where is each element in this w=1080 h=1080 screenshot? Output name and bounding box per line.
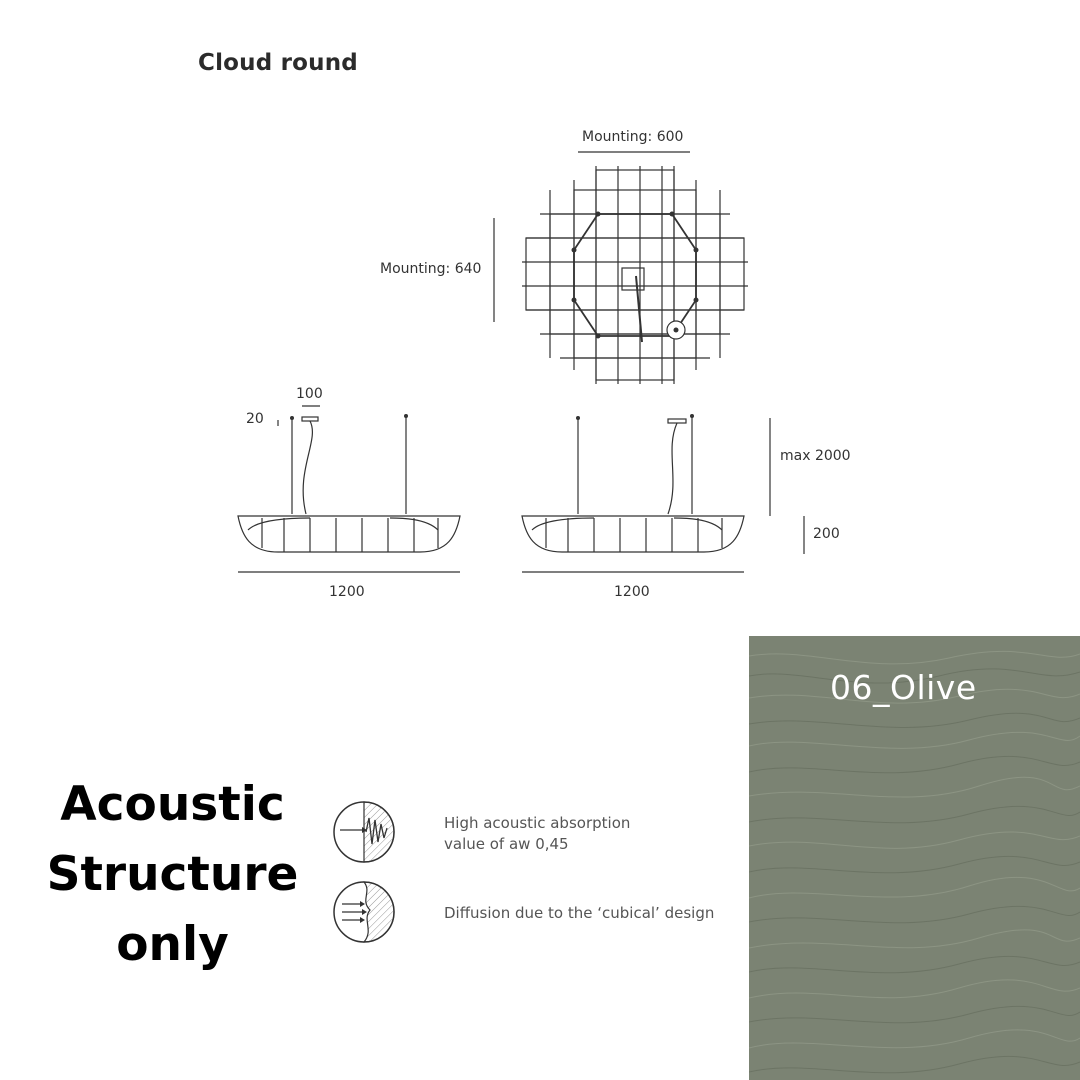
diffusion-icon: [333, 881, 395, 943]
feature-diffusion: Diffusion due to the ‘cubical’ design: [444, 903, 714, 924]
olive-fabric-swatch: [749, 636, 1080, 1080]
feature-absorption-line-2: value of aw 0,45: [444, 835, 569, 853]
left-width-label: 1200: [329, 584, 365, 600]
feature-absorption: High acoustic absorption value of aw 0,4…: [444, 813, 630, 855]
swatch-label: 06_Olive: [830, 668, 977, 707]
tagline-line-3: only: [116, 917, 229, 972]
tagline-line-1: Acoustic: [60, 777, 285, 832]
feature-absorption-line-1: High acoustic absorption: [444, 814, 631, 832]
top-view-drawing: [493, 151, 748, 384]
tagline-line-2: Structure: [46, 847, 299, 902]
cable-width-label: 100: [296, 386, 323, 402]
felt-texture: [749, 636, 1080, 1080]
max-drop-label: max 2000: [780, 448, 851, 464]
absorption-icon: [333, 801, 395, 863]
feature-diffusion-line-1: Diffusion due to the ‘cubical’ design: [444, 904, 715, 922]
acoustic-tagline: Acoustic Structure only: [40, 770, 305, 980]
right-width-label: 1200: [614, 584, 650, 600]
mounting-width-label: Mounting: 600: [582, 129, 684, 145]
mounting-height-label: Mounting: 640: [380, 261, 482, 277]
canopy-height-label: 20: [246, 411, 264, 427]
side-views-drawing: [237, 405, 805, 573]
body-height-label: 200: [813, 526, 840, 542]
page-title: Cloud round: [198, 50, 358, 76]
